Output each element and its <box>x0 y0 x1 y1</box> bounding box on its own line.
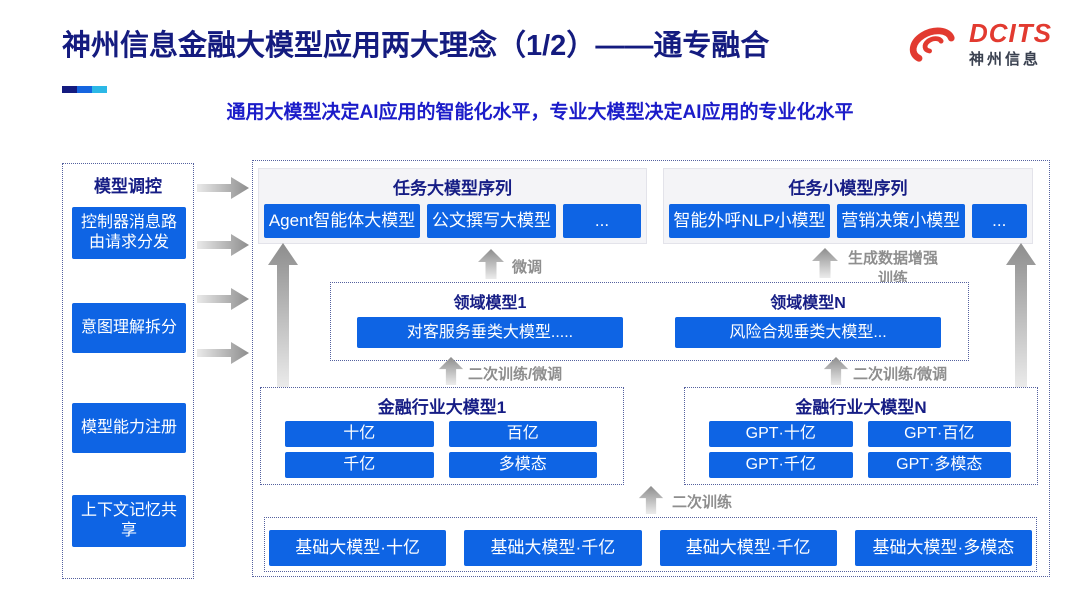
industry-n-grid: GPT·十亿 GPT·百亿 GPT·千亿 GPT·多模态 <box>709 421 1011 478</box>
logo-text: DCITS 神州信息 <box>969 20 1052 67</box>
group-task-large-models: 任务大模型序列 Agent智能体大模型 公文撰写大模型 ... <box>258 168 647 244</box>
sidebar-title: 模型调控 <box>94 177 162 196</box>
label-fine-tune: 微调 <box>512 259 543 276</box>
up-arrow-icon <box>478 249 504 279</box>
up-arrow-icon <box>438 357 464 385</box>
scale-box-10b: 百亿 <box>448 421 597 447</box>
up-arrow-icon <box>638 486 664 514</box>
sidebar-item-context: 上下文记忆共享 <box>72 495 186 547</box>
label-retrain-right: 二次训练/微调 <box>853 366 948 383</box>
right-arrow-icon <box>197 288 249 310</box>
model-box-agent: Agent智能体大模型 <box>264 204 421 238</box>
model-box-risk-compliance: 风险合规垂类大模型... <box>675 317 941 348</box>
scale-box-1b: 十亿 <box>285 421 434 447</box>
group-base-models: 基础大模型·十亿 基础大模型·千亿 基础大模型·千亿 基础大模型·多模态 <box>264 517 1037 572</box>
right-arrow-icon <box>197 342 249 364</box>
domain-title-n: 领域模型N <box>770 295 846 312</box>
up-arrow-icon <box>812 248 838 278</box>
scale-box-gpt-100b: GPT·千亿 <box>709 452 853 478</box>
group-domain-models: 领域模型1 对客服务垂类大模型..... 领域模型N 风险合规垂类大模型... <box>330 282 969 361</box>
logo-brand: DCITS <box>969 18 1052 48</box>
group-title: 金融行业大模型N <box>795 398 927 417</box>
domain-title-1: 领域模型1 <box>453 295 527 312</box>
scale-box-gpt-10b: GPT·百亿 <box>867 421 1011 447</box>
up-arrow-tall-icon <box>268 243 298 389</box>
group-industry-model-1: 金融行业大模型1 十亿 百亿 千亿 多模态 <box>260 387 624 485</box>
base-model-100b-a: 基础大模型·千亿 <box>464 530 642 566</box>
page-title: 神州信息金融大模型应用两大理念（1/2）——通专融合 <box>62 30 770 62</box>
model-box-document: 公文撰写大模型 <box>427 204 556 238</box>
model-box-ellipsis: ... <box>971 204 1027 238</box>
model-box-customer-service: 对客服务垂类大模型..... <box>357 317 623 348</box>
up-arrow-tall-icon <box>1006 243 1036 389</box>
dcits-swirl-icon <box>909 27 955 62</box>
label-retrain-left: 二次训练/微调 <box>468 366 563 383</box>
scale-box-multimodal: 多模态 <box>448 452 597 478</box>
scale-box-gpt-multimodal: GPT·多模态 <box>867 452 1011 478</box>
accent-segment <box>92 86 107 93</box>
company-logo: DCITS 神州信息 <box>905 20 1052 68</box>
accent-bar <box>62 86 107 93</box>
task-small-row: 智能外呼NLP小模型 营销决策小模型 ... <box>669 204 1027 238</box>
group-industry-model-n: 金融行业大模型N GPT·十亿 GPT·百亿 GPT·千亿 GPT·多模态 <box>684 387 1038 485</box>
accent-segment <box>62 86 77 93</box>
group-title: 金融行业大模型1 <box>377 398 507 417</box>
right-arrow-icon <box>197 234 249 256</box>
right-arrow-icon <box>197 177 249 199</box>
main-diagram-frame <box>252 160 1050 577</box>
up-arrow-icon <box>823 357 849 385</box>
base-model-1b: 基础大模型·十亿 <box>269 530 447 566</box>
sidebar-model-control: 模型调控 控制器消息路由请求分发 意图理解拆分 模型能力注册 上下文记忆共享 <box>62 163 194 579</box>
industry-1-grid: 十亿 百亿 千亿 多模态 <box>285 421 597 478</box>
base-model-multimodal: 基础大模型·多模态 <box>854 530 1032 566</box>
sidebar-item-intent: 意图理解拆分 <box>72 303 186 353</box>
base-model-100b-b: 基础大模型·千亿 <box>659 530 837 566</box>
domain-col-n: 领域模型N 风险合规垂类大模型... <box>649 283 967 360</box>
scale-box-100b: 千亿 <box>285 452 434 478</box>
scale-box-gpt-1b: GPT·十亿 <box>709 421 853 447</box>
base-models-row: 基础大模型·十亿 基础大模型·千亿 基础大模型·千亿 基础大模型·多模态 <box>269 530 1032 566</box>
model-box-marketing: 营销决策小模型 <box>836 204 965 238</box>
group-title: 任务小模型序列 <box>788 179 908 198</box>
model-box-nlp-outcall: 智能外呼NLP小模型 <box>669 204 830 238</box>
sidebar-item-register: 模型能力注册 <box>72 403 186 453</box>
sidebar-item-router: 控制器消息路由请求分发 <box>72 207 186 259</box>
group-title: 任务大模型序列 <box>393 179 512 198</box>
label-retrain-bottom: 二次训练 <box>672 494 733 511</box>
slide-subtitle: 通用大模型决定AI应用的智能化水平，专业大模型决定AI应用的专业化水平 <box>226 102 854 123</box>
task-large-row: Agent智能体大模型 公文撰写大模型 ... <box>264 204 641 238</box>
accent-segment <box>77 86 92 93</box>
logo-brand-cn: 神州信息 <box>969 51 1042 68</box>
model-box-ellipsis: ... <box>562 204 641 238</box>
domain-col-1: 领域模型1 对客服务垂类大模型..... <box>331 283 649 360</box>
group-task-small-models: 任务小模型序列 智能外呼NLP小模型 营销决策小模型 ... <box>663 168 1033 244</box>
